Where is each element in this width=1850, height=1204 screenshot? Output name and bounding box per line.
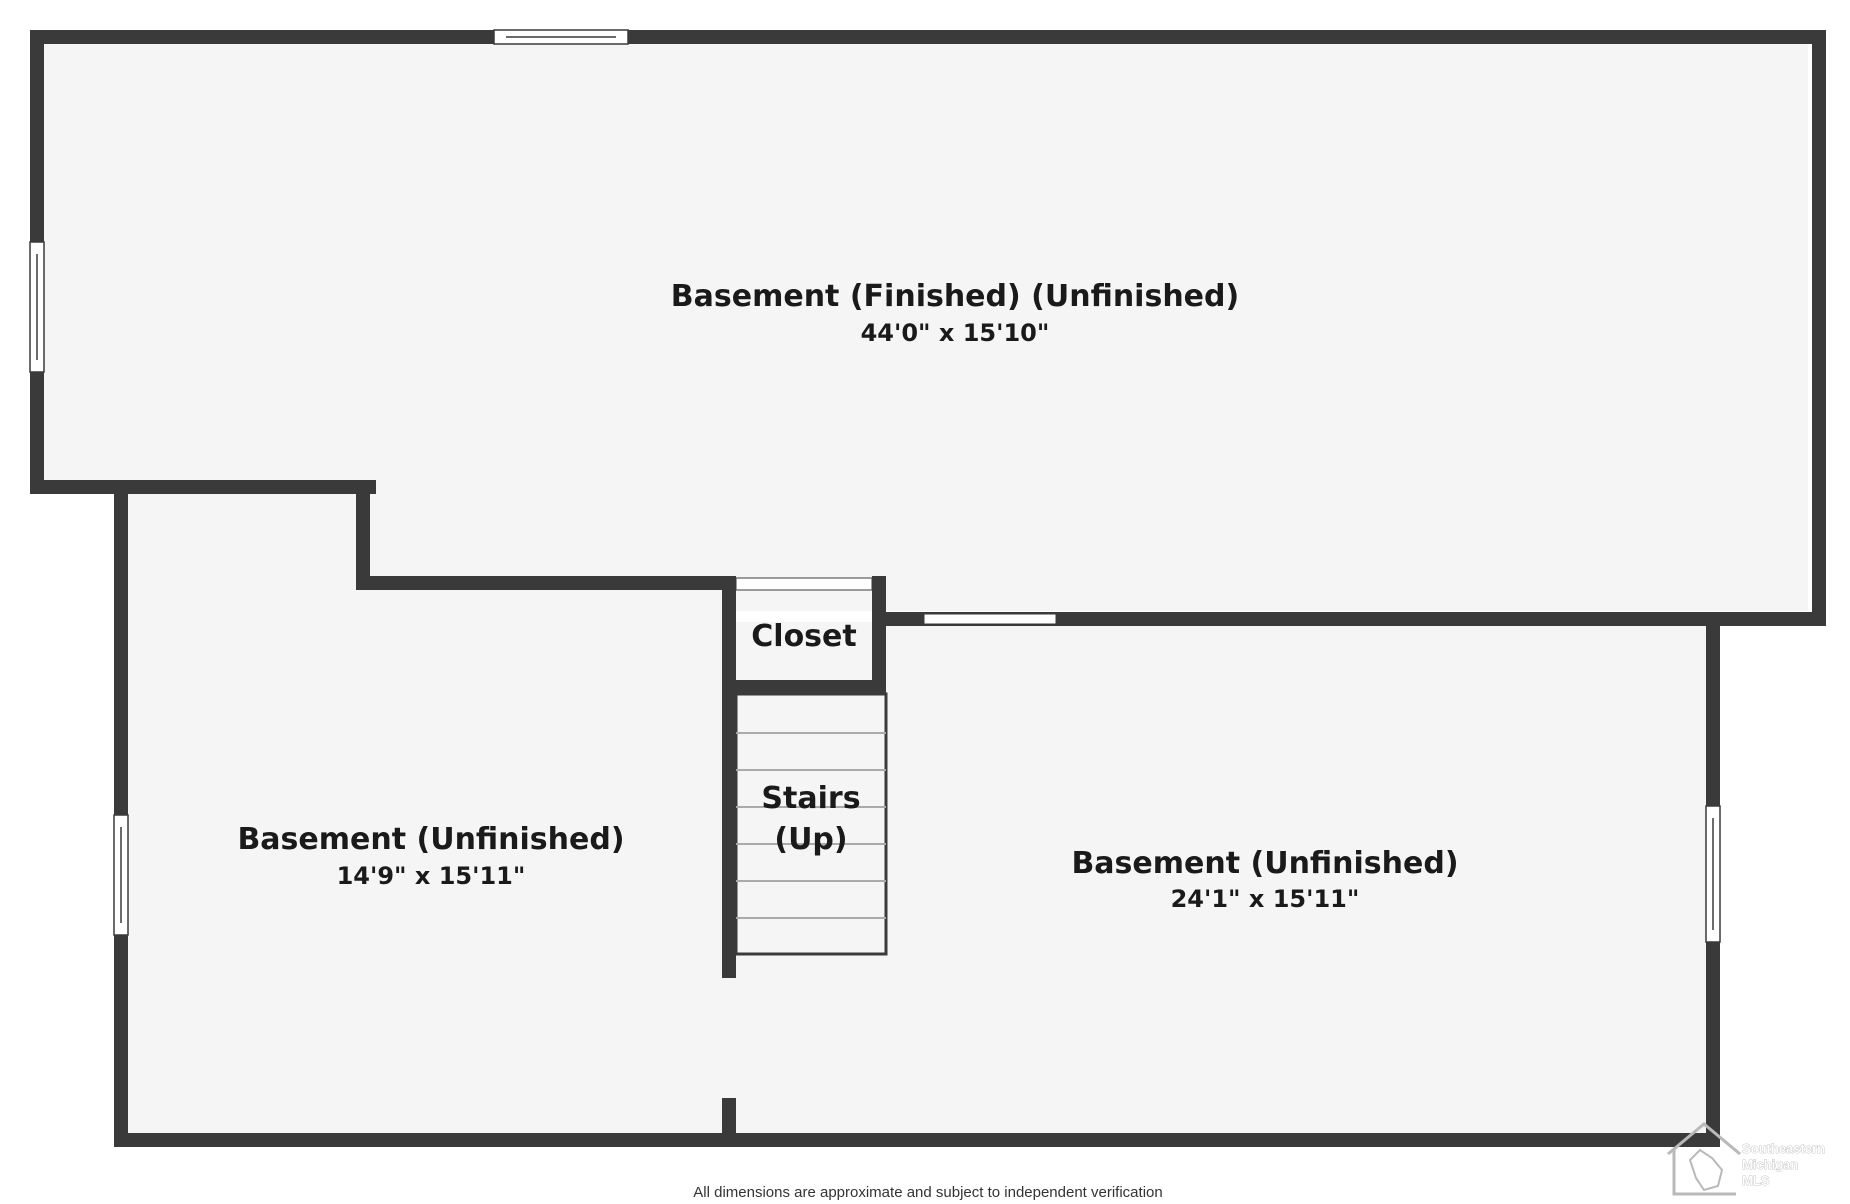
- room-name-basement-left: Basement (Unfinished): [237, 822, 624, 857]
- wall-right-upper: [1812, 30, 1826, 626]
- room-dimensions-basement-top: 44'0" x 15'10": [861, 319, 1050, 347]
- wall-notch-vertical: [356, 480, 370, 590]
- stairs-outline: [734, 692, 888, 956]
- room-name-stairs-direction: (Up): [774, 822, 847, 857]
- floor-basement-right: [728, 622, 1706, 1135]
- room-name-basement-right: Basement (Unfinished): [1071, 846, 1458, 881]
- opening-right-step: [923, 613, 1057, 625]
- wall-right-step: [880, 612, 1826, 626]
- window-top: [493, 29, 629, 45]
- logo-line-2: Michigan: [1742, 1157, 1798, 1172]
- mls-logo: Southeastern Michigan MLS: [1667, 1122, 1826, 1196]
- wall-stub-bottom: [722, 1098, 736, 1138]
- house-outline-icon: [1667, 1122, 1741, 1196]
- window-left-upper: [29, 241, 45, 373]
- michigan-shape-icon: [1688, 1148, 1724, 1192]
- disclaimer-text: All dimensions are approximate and subje…: [693, 1184, 1162, 1201]
- wall-left-lower: [114, 480, 128, 1147]
- room-name-stairs: Stairs: [761, 781, 860, 816]
- room-name-basement-top: Basement (Finished) (Unfinished): [671, 279, 1239, 314]
- wall-step-left: [30, 480, 376, 494]
- floor-fills: [38, 44, 1808, 1135]
- window-right: [1705, 805, 1721, 943]
- room-labels: Basement (Finished) (Unfinished) 44'0" x…: [237, 279, 1458, 913]
- windows: [29, 29, 1721, 943]
- floor-basement-top: [38, 44, 1808, 487]
- room-name-closet: Closet: [751, 619, 856, 654]
- logo-line-3: MLS: [1742, 1173, 1770, 1188]
- room-dimensions-basement-right: 24'1" x 15'11": [1171, 885, 1360, 913]
- window-left-lower: [113, 814, 129, 936]
- wall-closet-right: [872, 576, 886, 686]
- walls: [30, 30, 1826, 1147]
- wall-closet-left: [722, 576, 736, 978]
- room-dimensions-basement-left: 14'9" x 15'11": [337, 862, 526, 890]
- opening-closet-top: [735, 577, 873, 591]
- wall-notch-horizontal: [356, 576, 736, 590]
- wall-top: [30, 30, 1826, 44]
- floor-basement-top-extension: [370, 487, 1808, 611]
- wall-closet-bottom: [722, 680, 886, 694]
- wall-bottom: [114, 1133, 1720, 1147]
- logo-line-1: Southeastern: [1742, 1141, 1825, 1156]
- stair-treads: [736, 732, 886, 919]
- stairs: [734, 692, 888, 956]
